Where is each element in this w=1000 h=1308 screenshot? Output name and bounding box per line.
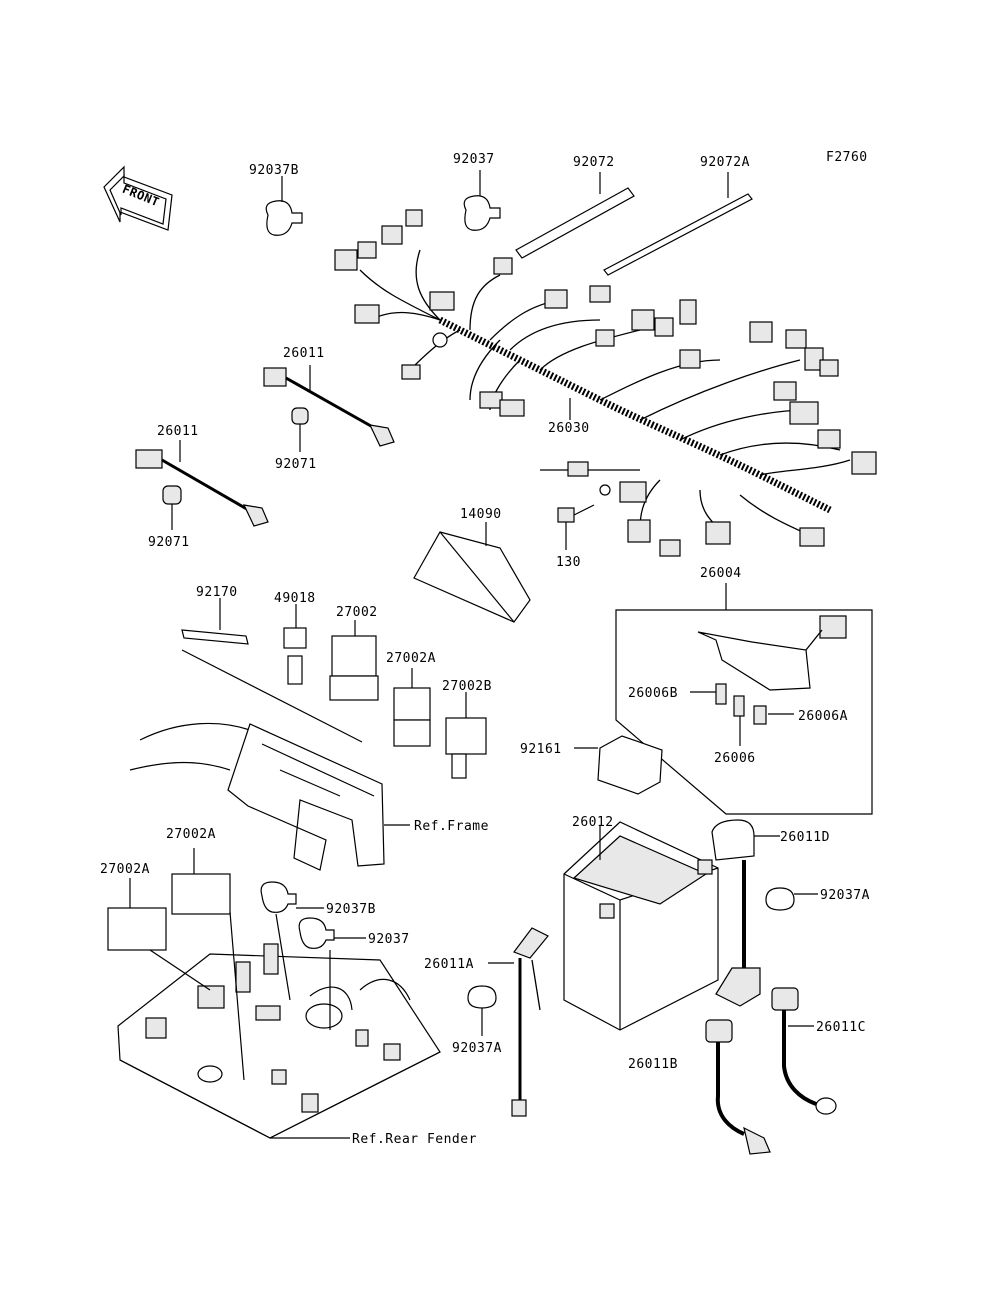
label-92071-lower: 92071	[148, 535, 190, 550]
label-27002: 27002	[336, 605, 378, 620]
cable-26011c	[771, 987, 837, 1115]
label-92161: 92161	[520, 742, 562, 757]
label-27002a-left1: 27002A	[100, 862, 150, 877]
cable-26011a	[488, 927, 549, 1117]
cable-26011b	[705, 1019, 771, 1155]
label-27002a-left2: 27002A	[166, 827, 216, 842]
relay-27002a-left1	[107, 878, 211, 991]
sub-harness-26011-upper	[263, 365, 395, 447]
fuse-49018	[283, 604, 307, 685]
cover-14090	[413, 522, 531, 623]
cable-tie-92072	[515, 172, 635, 259]
label-92037a-right: 92037A	[820, 888, 870, 903]
label-26011-lower: 26011	[157, 424, 199, 439]
figure-code: F2760	[826, 150, 868, 165]
clamp-92037b-low	[260, 881, 324, 1001]
clamp-92037-top	[463, 170, 501, 231]
label-27002b: 27002B	[442, 679, 492, 694]
clamp-92037b-top	[265, 176, 303, 236]
label-26011-upper: 26011	[283, 346, 325, 361]
relay-27002b	[445, 692, 487, 779]
frame-bracket	[129, 722, 410, 871]
label-26006a: 26006A	[798, 709, 848, 724]
box-92161	[574, 735, 663, 795]
label-ref-rear-fender: Ref.Rear Fender	[352, 1132, 477, 1147]
label-ref-frame: Ref.Frame	[414, 819, 489, 834]
label-26006b: 26006B	[628, 686, 678, 701]
main-wiring-harness-26030	[334, 209, 877, 557]
label-92072a: 92072A	[700, 155, 750, 170]
label-26011a: 26011A	[424, 957, 474, 972]
label-26011d: 26011D	[780, 830, 830, 845]
grommet-92071-upper	[291, 407, 309, 452]
grommet-92071-lower	[162, 485, 182, 530]
rear-fender-tray	[117, 943, 441, 1139]
leader-line	[181, 649, 363, 743]
label-14090: 14090	[460, 507, 502, 522]
assembly-box-26004	[615, 583, 873, 815]
label-92072: 92072	[573, 155, 615, 170]
label-49018: 49018	[274, 591, 316, 606]
label-92037-top: 92037	[453, 152, 495, 167]
front-arrow-icon: FRONT	[103, 165, 173, 231]
relay-27002a-left2	[171, 848, 245, 1081]
label-92037b-low: 92037B	[326, 902, 376, 917]
relay-27002	[329, 620, 379, 701]
label-92037b-top: 92037B	[249, 163, 299, 178]
cable-tie-92072a	[603, 172, 753, 276]
label-26011c: 26011C	[816, 1020, 866, 1035]
label-26012: 26012	[572, 815, 614, 830]
label-26030: 26030	[548, 421, 590, 436]
label-92170: 92170	[196, 585, 238, 600]
cable-26011d	[711, 819, 780, 1007]
label-92037-low: 92037	[368, 932, 410, 947]
label-26011b: 26011B	[628, 1057, 678, 1072]
bolt-130	[557, 504, 595, 550]
clamp-92037a-low	[467, 985, 497, 1036]
bracket-92170	[181, 598, 249, 645]
relay-27002a-mid	[393, 668, 431, 747]
label-92037a-low: 92037A	[452, 1041, 502, 1056]
label-27002a-mid: 27002A	[386, 651, 436, 666]
label-26004: 26004	[700, 566, 742, 581]
battery-26012	[563, 821, 719, 1031]
clamp-92037a-right	[765, 887, 818, 911]
clamp-92037-low	[298, 917, 366, 1030]
label-26006: 26006	[714, 751, 756, 766]
label-92071-upper: 92071	[275, 457, 317, 472]
label-130: 130	[556, 555, 581, 570]
sub-harness-26011-lower	[135, 440, 269, 527]
